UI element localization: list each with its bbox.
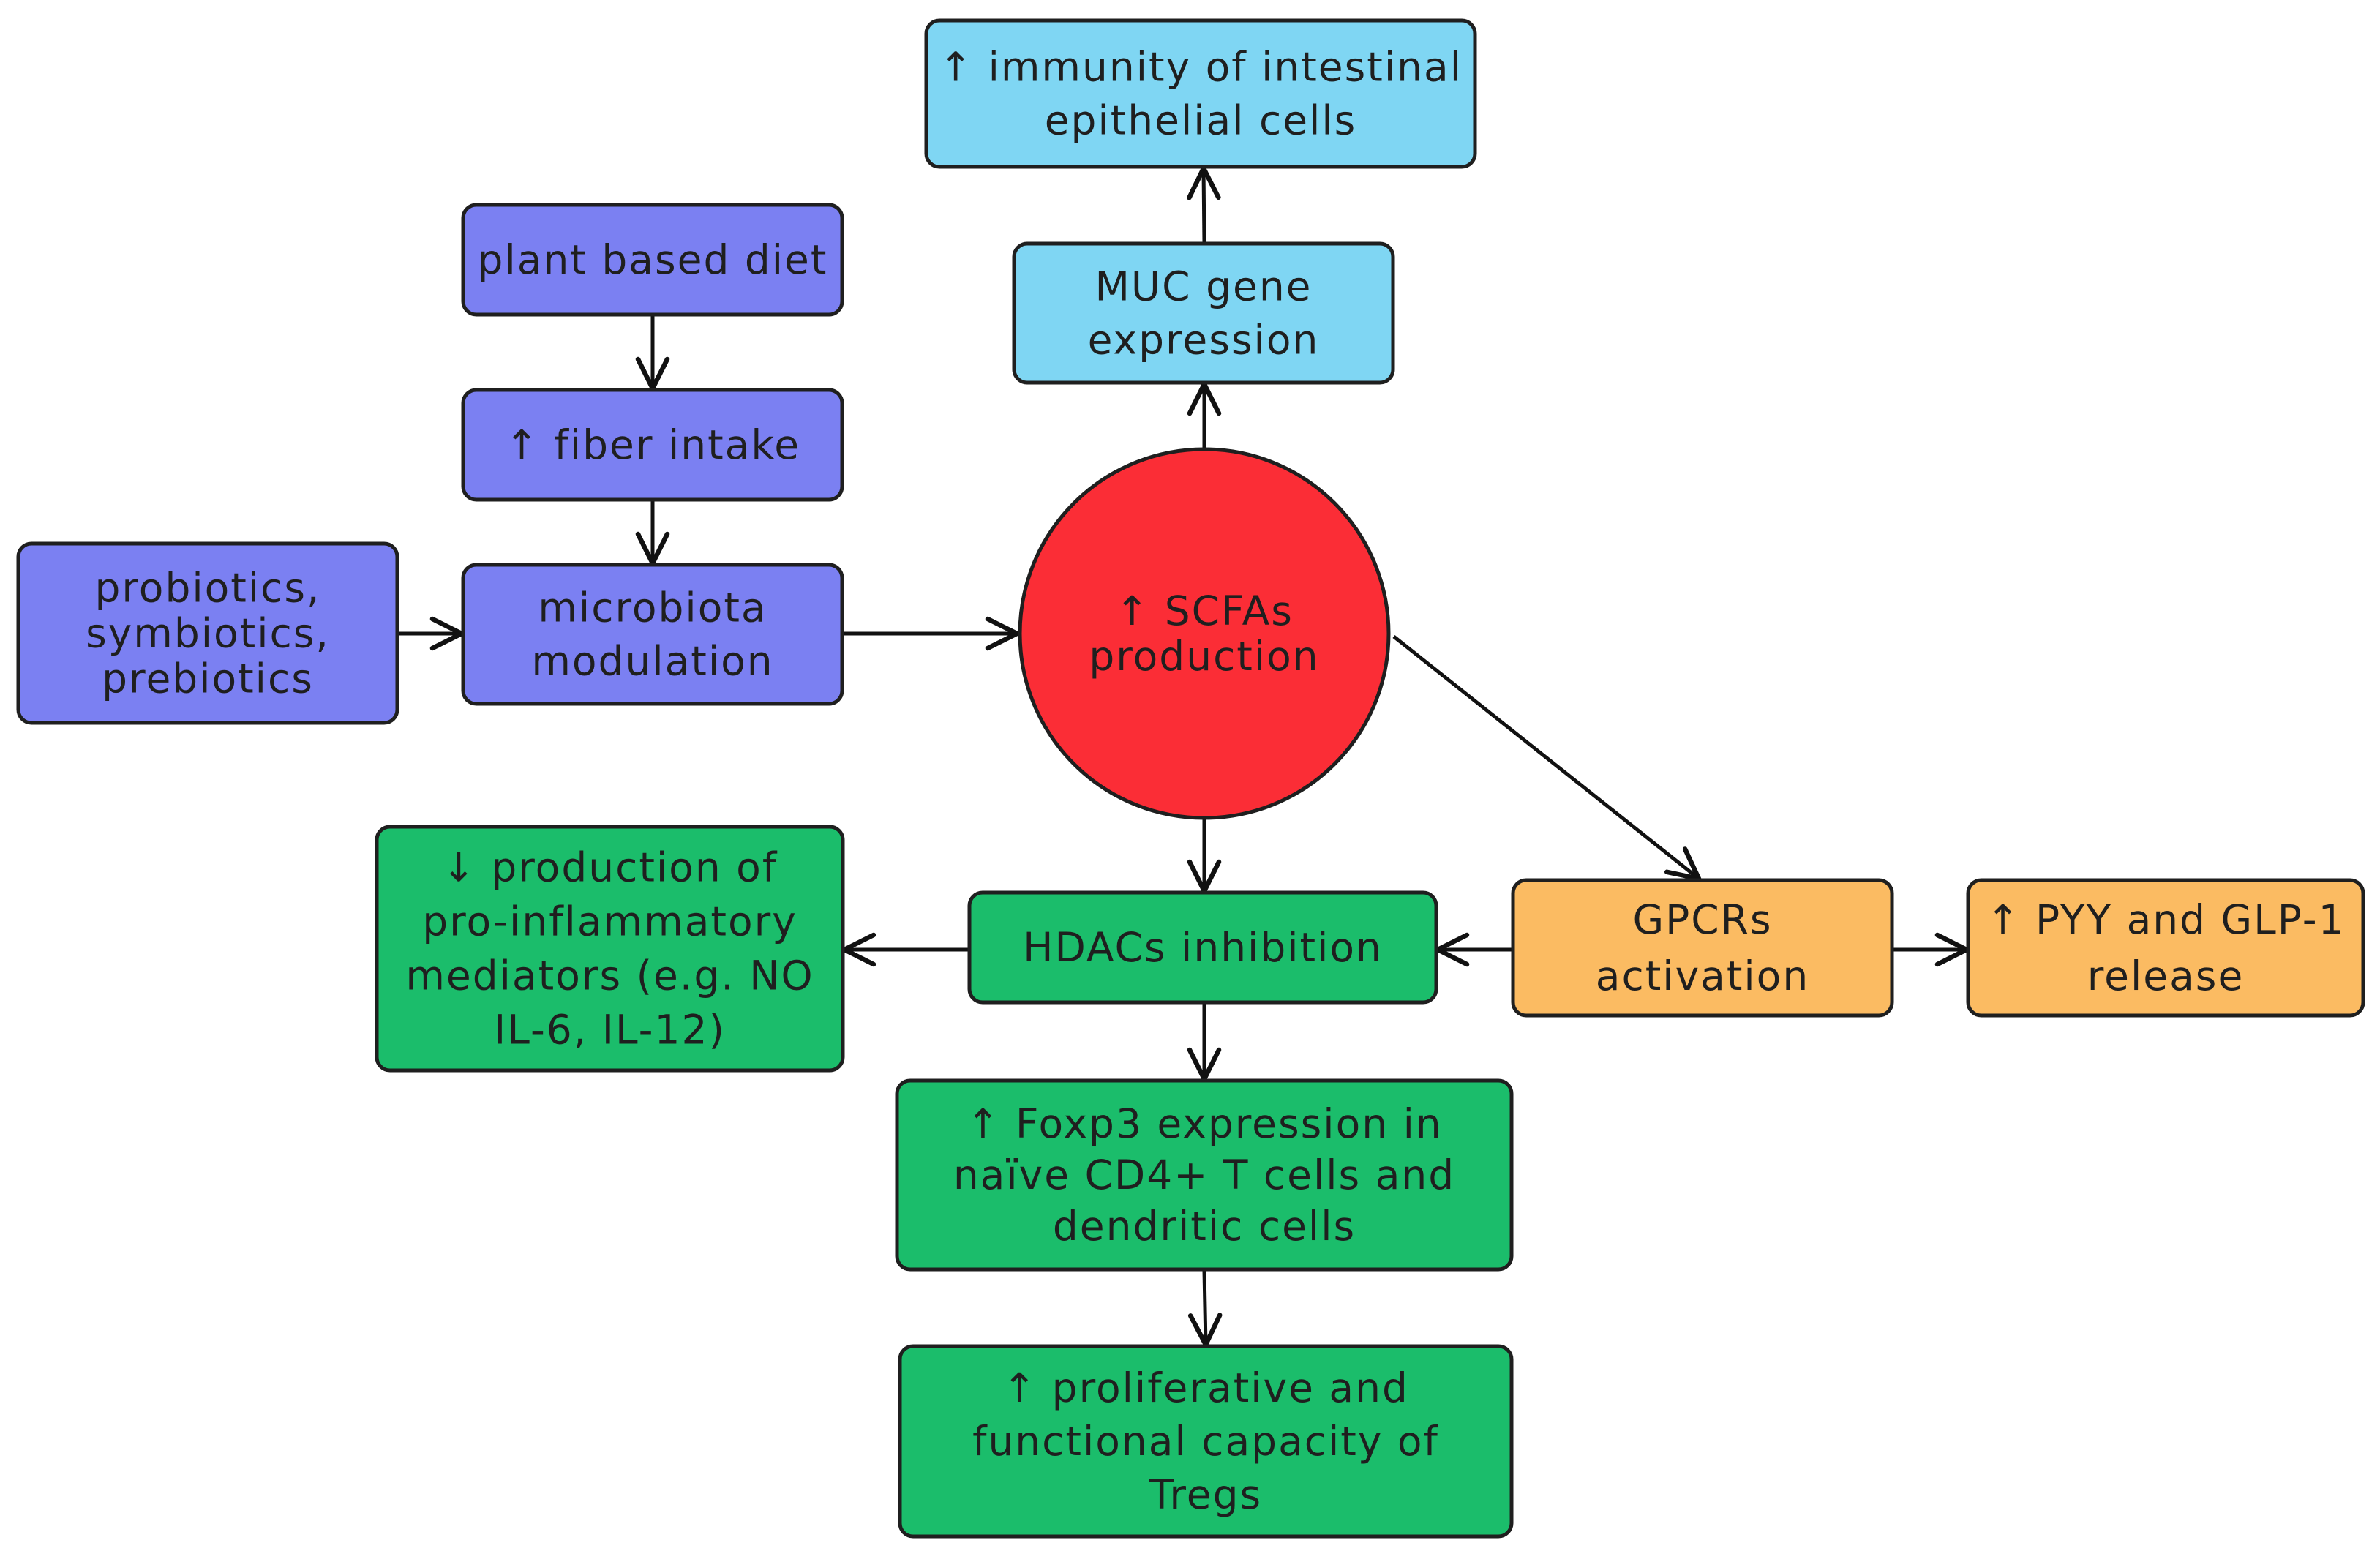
node-gpcr: GPCRs activation: [1511, 878, 1894, 1018]
node-pro-inflammatory-label-line-3: mediators (e.g. NO: [405, 953, 814, 999]
arrow-scfa-to-gpcr: [1392, 635, 1702, 882]
node-pyy-box: [1966, 878, 2365, 1018]
node-microbiota-box: [461, 563, 844, 706]
node-pro-inflammatory-label-line-4: IL-6, IL-12): [494, 1007, 726, 1054]
node-plant-diet-label-line-1: plant based diet: [478, 236, 828, 283]
node-fiber: ↑ fiber intake: [461, 388, 844, 502]
node-probiotics-box: [16, 541, 399, 725]
node-gpcr-label-line-2: activation: [1596, 953, 1809, 999]
node-pyy-label-line-2: release: [2087, 953, 2245, 999]
node-probiotics-label-line-3: prebiotics: [102, 656, 314, 702]
node-scfa-circle: [1018, 447, 1391, 820]
node-pyy-label-line-1: ↑ PYY and GLP-1: [1986, 896, 2345, 943]
node-microbiota-label-line-1: microbiota: [538, 585, 767, 631]
node-tregs-label-line-3: Tregs: [1149, 1471, 1262, 1518]
node-pro-inflammatory-box: [375, 825, 845, 1073]
node-foxp3-label-line-3: dendritic cells: [1053, 1203, 1356, 1250]
edges-layer: [399, 165, 1970, 1348]
node-probiotics-label-line-1: probiotics,: [94, 565, 320, 612]
node-foxp3-label-line-2: naïve CD4+ T cells and: [953, 1152, 1455, 1198]
node-immunity: ↑ immunity of intestinal epithelial cells: [924, 18, 1477, 169]
node-pro-inflammatory: ↓ production of pro-inflammatory mediators…: [375, 825, 845, 1073]
arrow-line: [1392, 635, 1702, 882]
node-fiber-label-line-1: ↑ fiber intake: [505, 421, 800, 468]
node-pro-inflammatory-label-line-1: ↓ production of: [442, 844, 778, 891]
node-tregs-box: [898, 1344, 1514, 1539]
node-tregs-label-line-2: functional capacity of: [972, 1418, 1439, 1465]
node-hdac-label-line-1: HDACs inhibition: [1023, 924, 1383, 971]
node-tregs-label-line-1: ↑ proliferative and: [1002, 1364, 1409, 1411]
node-foxp3: ↑ Foxp3 expression in naïve CD4+ T cells …: [895, 1078, 1514, 1272]
node-muc: MUC gene expression: [1012, 241, 1395, 385]
node-immunity-box: [924, 18, 1477, 169]
node-gpcr-label-line-1: GPCRs: [1632, 896, 1772, 943]
node-tregs: ↑ proliferative and functional capacity o…: [898, 1344, 1514, 1539]
arrow-line: [1187, 1270, 1223, 1348]
node-scfa-label-line-2: production: [1089, 633, 1319, 680]
node-gpcr-box: [1511, 878, 1894, 1018]
node-muc-label-line-2: expression: [1088, 317, 1320, 364]
node-muc-box: [1012, 241, 1395, 385]
node-immunity-label-line-2: epithelial cells: [1045, 97, 1357, 144]
node-hdac-box: [967, 890, 1438, 1005]
node-foxp3-label-line-1: ↑ Foxp3 expression in: [966, 1100, 1442, 1147]
node-probiotics: probiotics,symbiotics,prebiotics: [16, 541, 399, 725]
node-plant-diet: plant based diet: [461, 203, 844, 317]
node-immunity-label-line-1: ↑ immunity of intestinal: [939, 44, 1463, 91]
node-muc-label-line-1: MUC gene: [1095, 263, 1312, 310]
nodes-layer: ↑ immunity of intestinal epithelial cells…: [16, 18, 2365, 1539]
node-foxp3-box: [895, 1078, 1514, 1272]
arrow-foxp3-to-tregs: [1187, 1270, 1223, 1348]
node-pro-inflammatory-label-line-2: pro-inflammatory: [422, 898, 797, 945]
node-microbiota-label-line-2: modulation: [531, 638, 773, 685]
node-pyy: ↑ PYY and GLP-1 release: [1966, 878, 2365, 1018]
node-microbiota: microbiota modulation: [461, 563, 844, 706]
node-plant-diet-box: [461, 203, 844, 317]
node-probiotics-label-line-2: symbiotics,: [86, 610, 330, 657]
node-fiber-box: [461, 388, 844, 502]
node-hdac: HDACs inhibition: [967, 890, 1438, 1005]
node-scfa-label-line-1: ↑ SCFAs: [1115, 587, 1294, 634]
